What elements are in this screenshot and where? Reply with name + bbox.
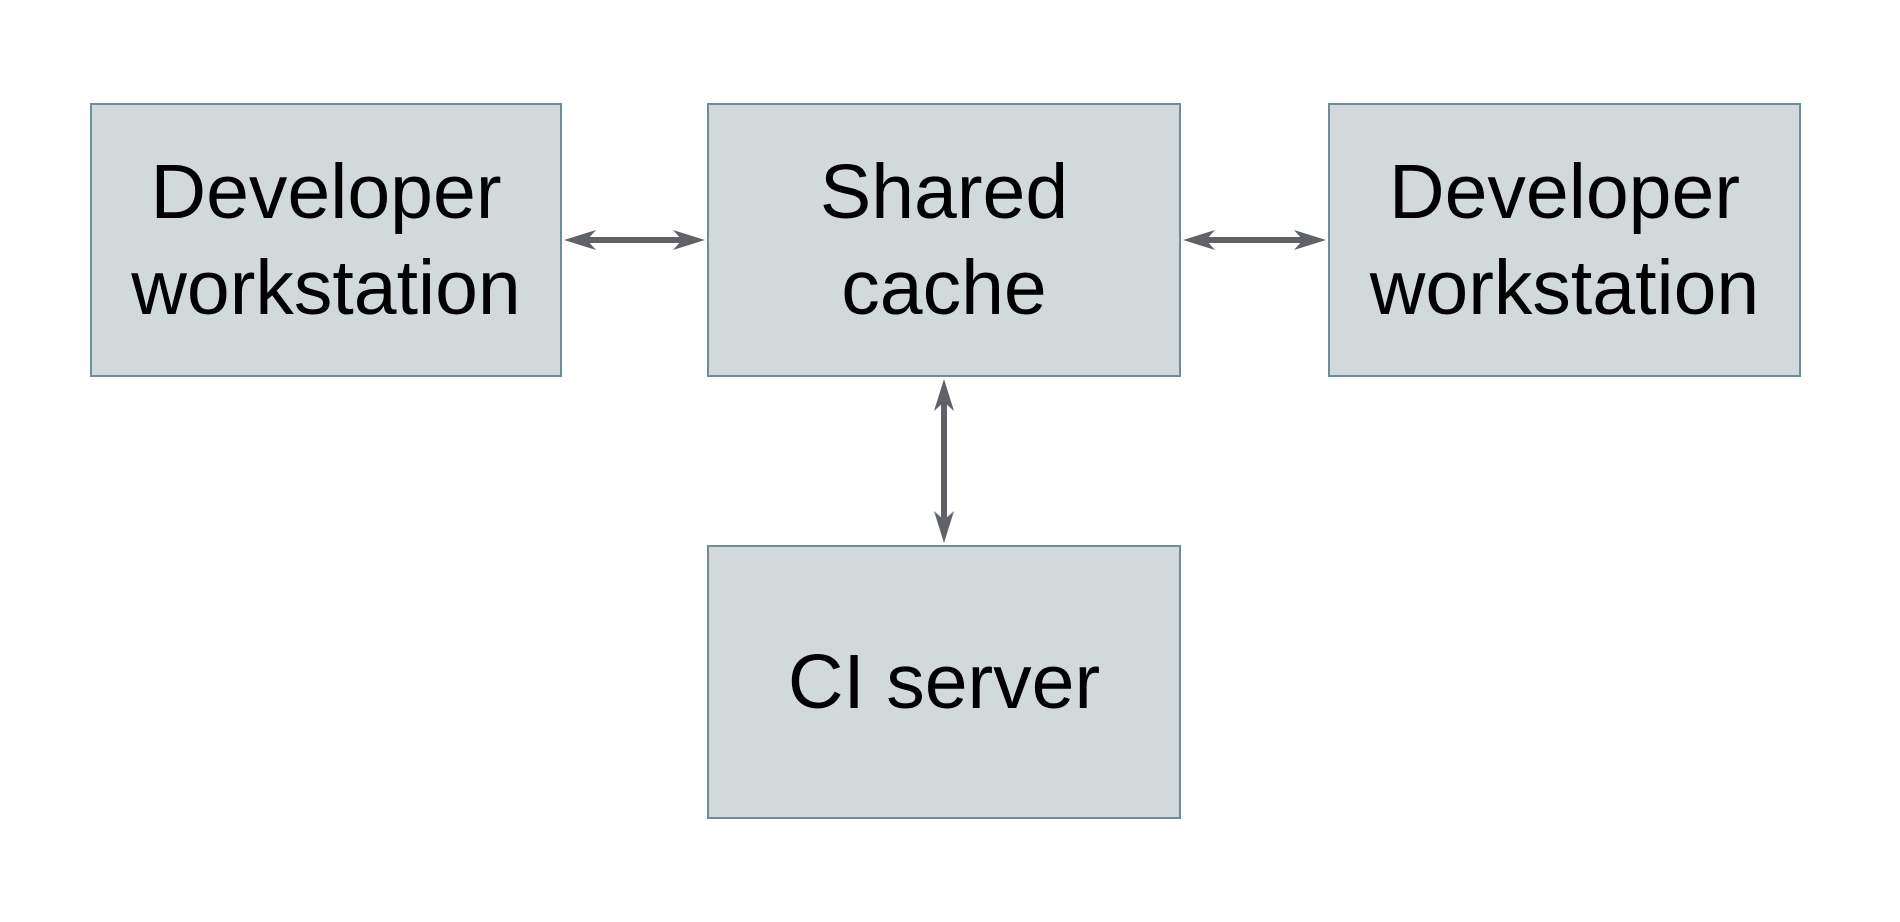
- node-label: Developer workstation: [131, 149, 521, 331]
- node-developer-workstation-left: Developer workstation: [90, 103, 562, 377]
- node-label: Developer workstation: [1369, 149, 1760, 331]
- node-ci-server: CI server: [707, 545, 1181, 819]
- node-shared-cache: Shared cache: [707, 103, 1181, 377]
- node-label: Shared cache: [819, 149, 1069, 331]
- node-label: CI server: [787, 639, 1101, 725]
- node-developer-workstation-right: Developer workstation: [1328, 103, 1801, 377]
